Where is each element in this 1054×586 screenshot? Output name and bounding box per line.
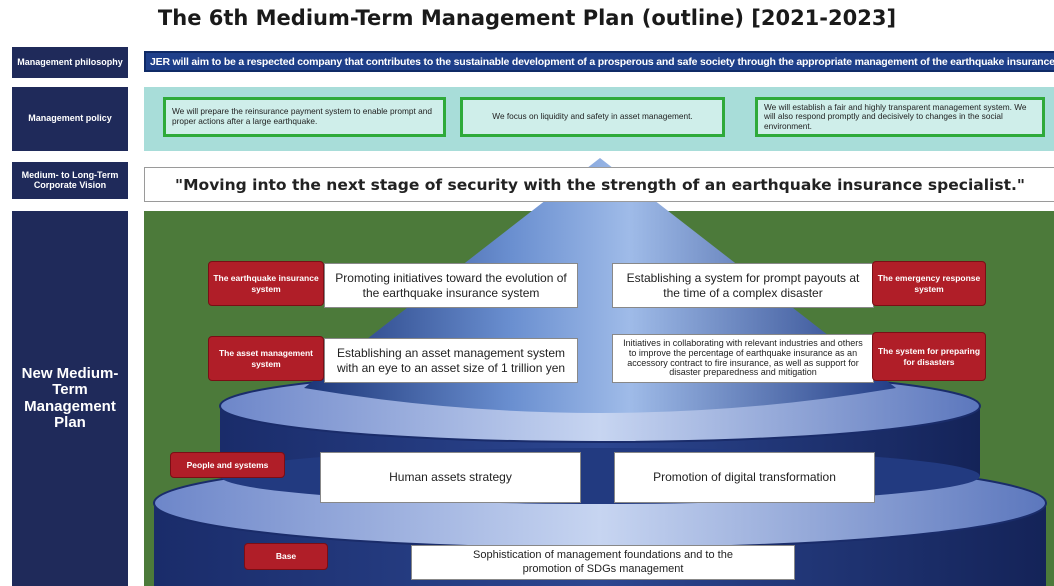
tag-earthquake-insurance: The earthquake insurance system [208, 261, 324, 306]
box-base-sophistication: Sophistication of management foundations… [411, 545, 795, 580]
page-title: The 6th Medium-Term Management Plan (out… [157, 6, 897, 30]
tag-asset-management: The asset management system [208, 336, 324, 381]
philosophy-banner: JER will aim to be a respected company t… [144, 51, 1054, 72]
box-earthquake-insurance: Promoting initiatives toward the evoluti… [324, 263, 578, 308]
vision-statement-overlay: "Moving into the next stage of security … [144, 167, 1054, 202]
sidebar-label-plan: New Medium-Term Management Plan [12, 211, 128, 586]
box-emergency-response: Establishing a system for prompt payouts… [612, 263, 874, 308]
sidebar-label-philosophy: Management philosophy [12, 47, 128, 78]
policy-box-asset: We focus on liquidity and safety in asse… [460, 97, 725, 137]
tag-disaster-prep: The system for preparing for disasters [872, 332, 986, 381]
tag-emergency-response: The emergency response system [872, 261, 986, 306]
policy-box-reinsurance: We will prepare the reinsurance payment … [163, 97, 446, 137]
policy-box-governance: We will establish a fair and highly tran… [755, 97, 1045, 137]
sidebar-label-policy: Management policy [12, 87, 128, 151]
tag-base: Base [244, 543, 328, 570]
box-disaster-prep: Initiatives in collaborating with releva… [612, 334, 874, 383]
box-human-assets: Human assets strategy [320, 452, 581, 503]
box-digital-transformation: Promotion of digital transformation [614, 452, 875, 503]
tag-people-systems: People and systems [170, 452, 285, 478]
sidebar-label-vision: Medium- to Long-Term Corporate Vision [12, 162, 128, 199]
box-asset-management: Establishing an asset management system … [324, 338, 578, 383]
